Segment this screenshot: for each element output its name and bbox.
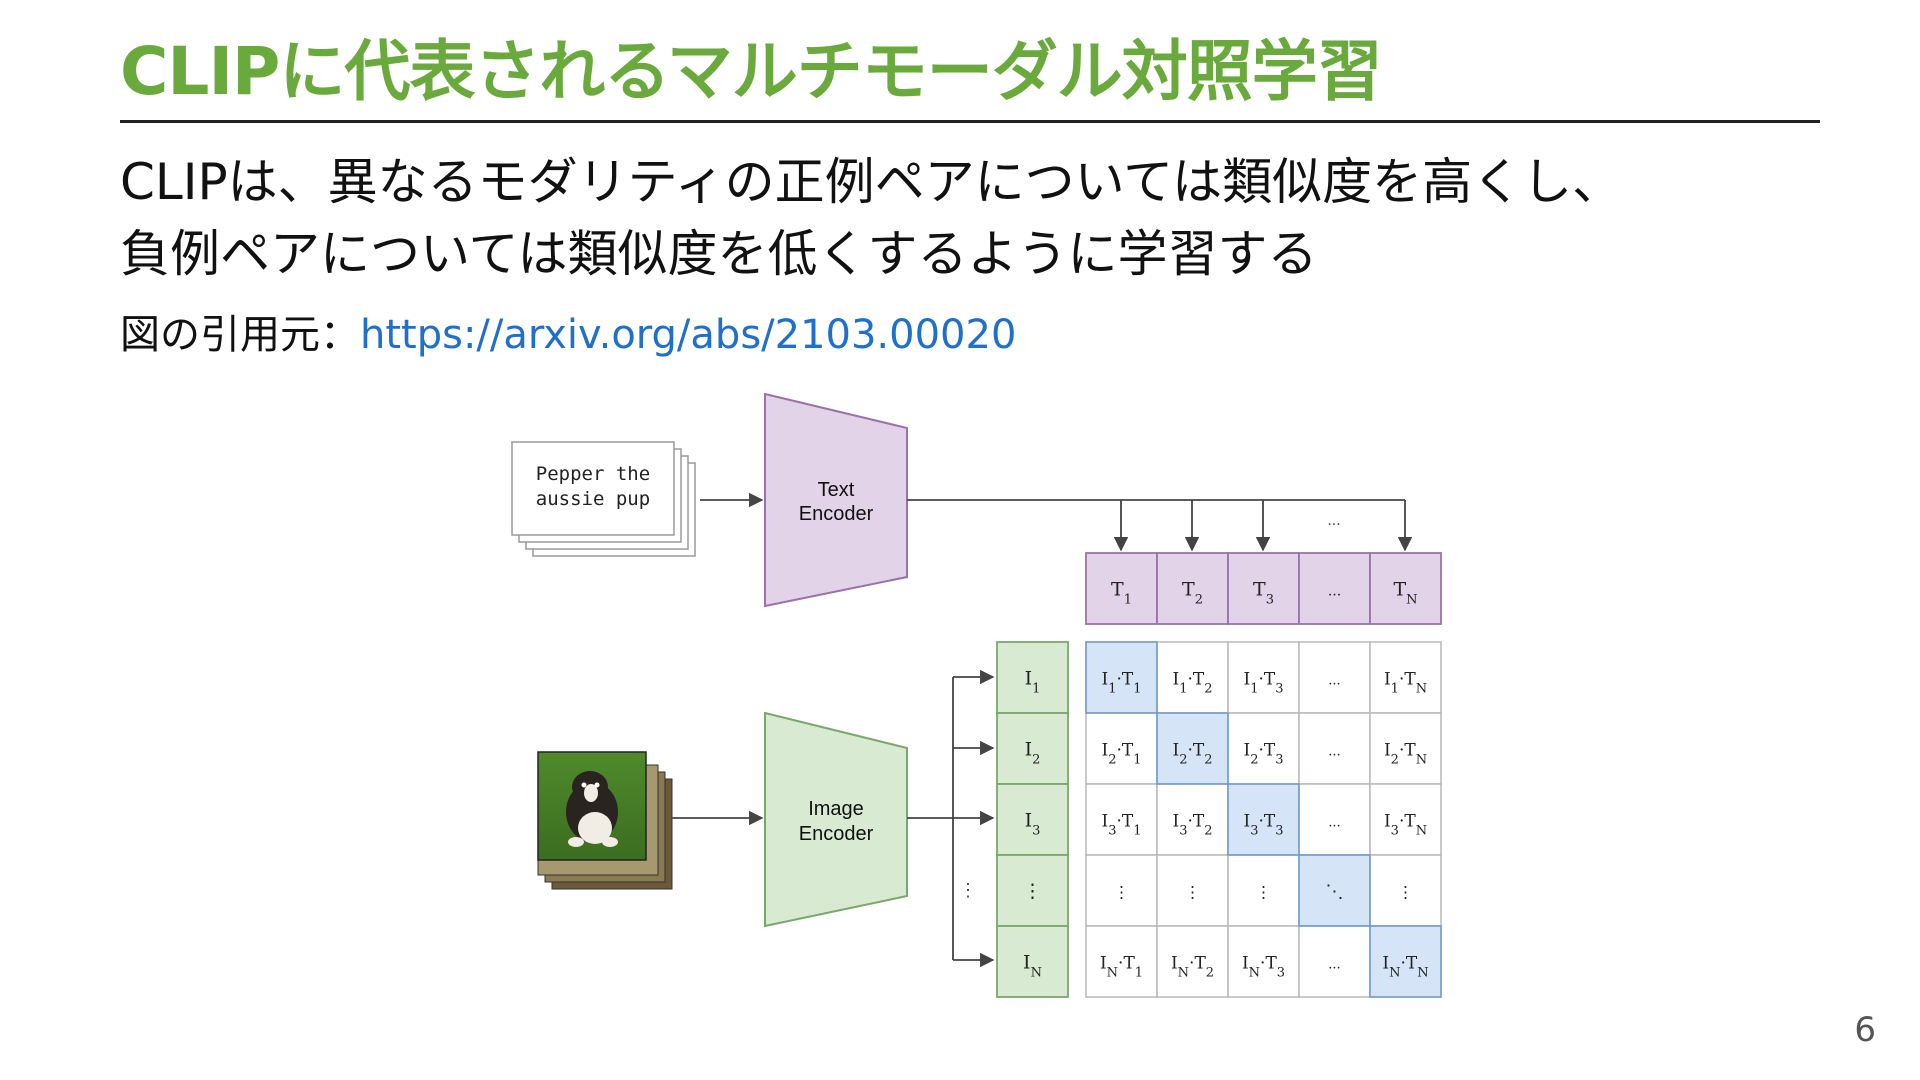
matrix-cell	[1085, 854, 1158, 927]
citation: 図の引用元：https://arxiv.org/abs/2103.00020	[120, 302, 1016, 360]
matrix-cell-label: ...	[1328, 816, 1340, 831]
matrix-cell	[1156, 925, 1229, 998]
matrix-cell	[1369, 783, 1442, 856]
image-feature-label: IN	[1023, 952, 1042, 981]
matrix-cell	[1156, 783, 1229, 856]
image-feature-cell	[996, 854, 1069, 927]
matrix-cell	[1156, 854, 1229, 927]
connectors	[672, 492, 1413, 968]
matrix-cell-diagonal	[1156, 712, 1229, 785]
title-divider	[120, 120, 1820, 123]
matrix-cell-label: ...	[1328, 958, 1340, 973]
image-feature-cell	[996, 641, 1069, 714]
text-input-line-2: aussie pup	[536, 488, 650, 510]
matrix-cell-label: I1·T1	[1101, 670, 1141, 697]
matrix-cell-label: ...	[1328, 674, 1340, 689]
image-encoder	[764, 711, 908, 928]
image-encoder-label-2: Encoder	[799, 823, 874, 845]
citation-label: 図の引用元：	[120, 312, 360, 358]
matrix-cell-label: ...	[1328, 745, 1340, 760]
text-input-stack: Pepper the aussie pup	[511, 441, 696, 557]
matrix-cell-diagonal	[1085, 641, 1158, 714]
matrix-cell-label: IN·TN	[1382, 954, 1428, 981]
matrix-cell	[1227, 925, 1300, 998]
matrix-cell	[1298, 925, 1371, 998]
matrix-cell-label: I3·TN	[1384, 812, 1427, 839]
matrix-cell-label: I2·T3	[1243, 741, 1283, 768]
text-feature-label: TN	[1393, 579, 1417, 608]
diagonal-outline	[1156, 712, 1229, 785]
image-feature-cell	[996, 712, 1069, 785]
text-encoder	[764, 392, 908, 608]
puppy-photo	[537, 751, 647, 861]
body-line-2: 負例ペアについては類似度を低くするように学習する	[120, 225, 1318, 283]
diagonal-outline	[1085, 641, 1158, 714]
image-input-stack	[537, 751, 673, 890]
image-feature-cell	[996, 783, 1069, 856]
matrix-cell-diagonal	[1369, 925, 1442, 998]
text-encoder-label-1: Text	[818, 479, 855, 501]
image-feature-label: I2	[1025, 739, 1041, 768]
image-feature-label: I3	[1025, 810, 1041, 839]
matrix-cell	[1369, 712, 1442, 785]
text-connector-ellipsis: ...	[1327, 513, 1340, 529]
matrix-cell-label: I2·T1	[1101, 741, 1141, 768]
matrix-cell-label: ⋮	[1185, 883, 1201, 902]
matrix-cell-label: ⋮	[1398, 883, 1414, 902]
text-feature-label: T1	[1111, 579, 1132, 608]
image-feature-label: ⋮	[1023, 881, 1042, 903]
matrix-cell-label: ⋱	[1326, 882, 1344, 903]
matrix-cell	[1369, 854, 1442, 927]
matrix-cell-label: I1·TN	[1384, 670, 1427, 697]
matrix-cell	[1298, 712, 1371, 785]
text-feature-cell	[1085, 552, 1158, 625]
slide-title: CLIPに代表されるマルチモーダル対照学習	[120, 33, 1383, 110]
matrix-cell-label: IN·T2	[1171, 954, 1214, 981]
matrix-cell-label: I3·T1	[1101, 812, 1141, 839]
matrix-cell	[1156, 641, 1229, 714]
similarity-matrix: I1·T1 I1·T2 I1·T3... I1·TN I2·T1 I2·T2 I2·T3..…	[1085, 641, 1442, 998]
matrix-cell-label: I2·T2	[1172, 741, 1212, 768]
text-feature-cell	[1369, 552, 1442, 625]
diagonal-outline	[1227, 783, 1300, 856]
matrix-cell	[1085, 925, 1158, 998]
matrix-cell-label: IN·T1	[1100, 954, 1143, 981]
matrix-cell-label: I3·T3	[1243, 812, 1283, 839]
text-encoder-label-2: Encoder	[799, 503, 874, 525]
matrix-cell-label: I2·TN	[1384, 741, 1427, 768]
page-number: 6	[1854, 1010, 1876, 1050]
text-input-card	[511, 441, 675, 536]
matrix-cell	[1369, 641, 1442, 714]
body-line-1: CLIPは、異なるモダリティの正例ペアについては類似度を高くし、	[120, 153, 1623, 211]
image-connector-vdots: ⋮	[959, 880, 977, 901]
matrix-cell-label: I1·T3	[1243, 670, 1283, 697]
matrix-cell-label: I1·T2	[1172, 670, 1212, 697]
diagonal-outline	[1298, 854, 1371, 927]
text-feature-cell	[1227, 552, 1300, 625]
text-input-line-1: Pepper the	[536, 463, 650, 485]
citation-link[interactable]: https://arxiv.org/abs/2103.00020	[360, 312, 1017, 358]
diagonal-outline	[1369, 925, 1442, 998]
matrix-cell	[1298, 641, 1371, 714]
image-feature-label: I1	[1025, 668, 1041, 697]
image-feature-cell	[996, 925, 1069, 998]
matrix-cell-label: IN·T3	[1242, 954, 1285, 981]
matrix-cell	[1227, 641, 1300, 714]
text-feature-row: T1 T2 T3... TN	[1085, 552, 1442, 625]
image-encoder-label-1: Image	[808, 798, 864, 820]
slide-body: CLIPは、異なるモダリティの正例ペアについては類似度を高くし、 負例ペアについ…	[120, 146, 1622, 290]
matrix-cell-label: I3·T2	[1172, 812, 1212, 839]
text-feature-label: T2	[1182, 579, 1203, 608]
matrix-cell-label: ⋮	[1256, 883, 1272, 902]
text-feature-label: T3	[1253, 579, 1274, 608]
text-feature-cell	[1298, 552, 1371, 625]
matrix-cell-label: ⋮	[1114, 883, 1130, 902]
text-feature-cell	[1156, 552, 1229, 625]
text-feature-label: ...	[1328, 584, 1341, 600]
